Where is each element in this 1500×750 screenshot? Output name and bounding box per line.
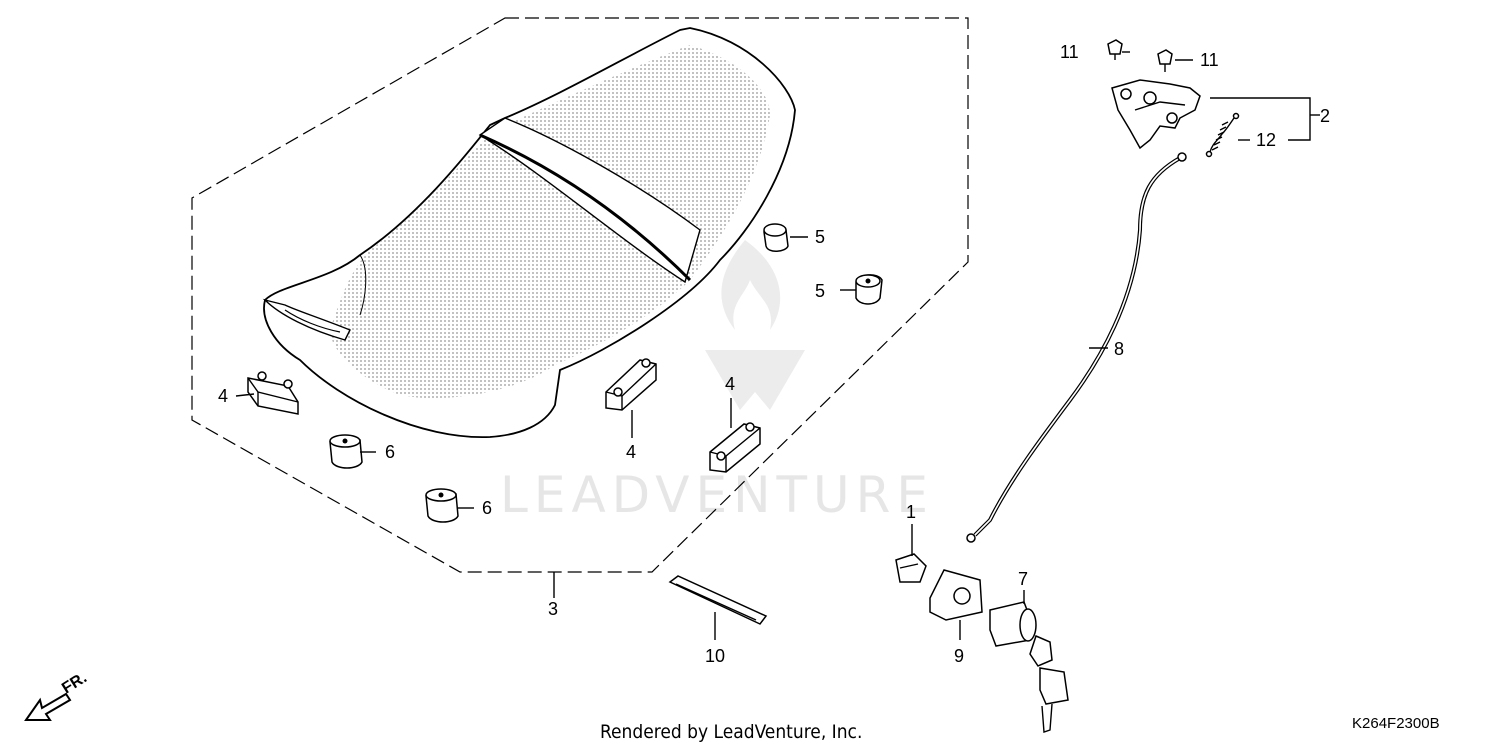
- callout-4-left: 4: [218, 386, 228, 406]
- callout-7: 7: [1018, 569, 1028, 589]
- callout-5-upper: 5: [815, 227, 825, 247]
- part-4-stopper-left: [247, 371, 299, 415]
- front-arrow-label: FR.: [59, 669, 90, 697]
- diagram-code: K264F2300B: [1352, 715, 1440, 732]
- callout-11-right: 11: [1200, 50, 1219, 70]
- callout-3: 3: [548, 599, 558, 619]
- seat-illustration: [262, 27, 796, 438]
- footer-credit: Rendered by LeadVenture, Inc.: [600, 721, 862, 743]
- callout-5-lower: 5: [815, 281, 825, 301]
- part-10-strap: [668, 575, 768, 625]
- part-4-stopper-right: [709, 422, 761, 473]
- part-12-spring: [1205, 112, 1240, 158]
- part-7-key-cylinder: [989, 601, 1069, 733]
- callouts: 11 11 2 12 5 5 8 4 4 4 6 6 1 7 3 10 9: [218, 42, 1330, 666]
- callout-4-center: 4: [626, 442, 636, 462]
- callout-12: 12: [1256, 130, 1276, 150]
- callout-8: 8: [1114, 339, 1124, 359]
- leadventure-watermark: LEADVENTURE: [500, 240, 934, 524]
- callout-6-lower: 6: [482, 498, 492, 518]
- seat-assembly-boundary: [191, 17, 969, 573]
- part-9-bracket: [929, 569, 983, 621]
- part-1-clip: [895, 553, 927, 583]
- callout-4-right: 4: [725, 374, 735, 394]
- part-4-stopper-center: [605, 358, 657, 411]
- part-5-cushion-lower: [855, 274, 883, 305]
- callout-1: 1: [906, 502, 916, 522]
- callout-6-upper: 6: [385, 442, 395, 462]
- callout-11-left: 11: [1060, 42, 1079, 62]
- watermark-text: LEADVENTURE: [500, 466, 934, 524]
- callout-2: 2: [1320, 106, 1330, 126]
- callout-10: 10: [705, 646, 725, 666]
- part-6-cushion-upper: [329, 434, 363, 469]
- part-8-cable: [966, 152, 1187, 543]
- front-direction-arrow: FR.: [24, 669, 90, 721]
- leader-lines: [235, 51, 1320, 640]
- callout-9: 9: [954, 646, 964, 666]
- part-11-bolt-right: [1157, 49, 1173, 72]
- part-5-cushion-upper: [763, 223, 789, 252]
- part-11-bolt-left: [1107, 39, 1123, 60]
- part-2-latch-bracket: [1111, 79, 1201, 150]
- part-6-cushion-lower: [425, 488, 459, 523]
